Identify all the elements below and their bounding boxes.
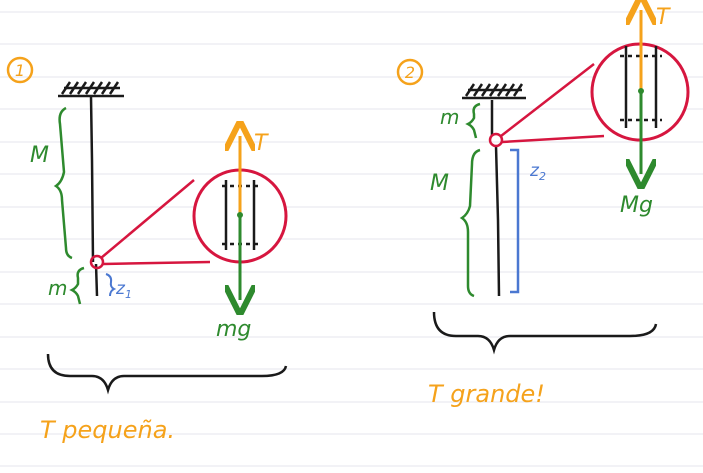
ruled-lines (0, 11, 703, 467)
label-Mg-2: Mg (620, 193, 653, 218)
brace-z1 (105, 273, 117, 297)
zoom-line-bottom-2 (501, 134, 605, 144)
brace-M-2 (459, 148, 481, 298)
zoom-line-top-1 (100, 179, 195, 259)
label-z2: z2 (529, 161, 546, 183)
rope-element-2 (620, 46, 662, 128)
panel-1: 1 M m z1 (6, 56, 288, 444)
rope-2 (494, 145, 501, 297)
caption-2: T grande! (428, 380, 545, 408)
ceiling-1 (58, 81, 124, 98)
label-mg-1: mg (216, 317, 251, 342)
panel-1-number: 1 (15, 61, 25, 80)
caption-1: T pequeña. (40, 416, 175, 444)
underbrace-1 (46, 353, 288, 395)
panel-1-badge (6, 56, 34, 84)
zoom-point-1 (89, 254, 105, 270)
panel-2-number: 2 (405, 63, 415, 82)
brace-m-2 (465, 102, 481, 139)
zoom-line-top-2 (500, 63, 595, 137)
label-z1: z1 (115, 279, 132, 301)
underbrace-2 (432, 311, 658, 355)
panel-2: 2 m M z2 (396, 5, 690, 408)
small-mass-segment-1 (94, 263, 99, 297)
brace-M-1 (53, 106, 73, 260)
center-dot-1 (237, 212, 243, 218)
label-M-1: M (30, 143, 49, 168)
label-M-2: M (430, 171, 449, 196)
ceiling-2 (462, 83, 526, 100)
center-dot-2 (638, 88, 644, 94)
panel-2-badge (396, 58, 424, 86)
label-m-1: m (48, 276, 67, 300)
brace-m-1 (69, 266, 85, 305)
label-T-1: T (254, 131, 269, 156)
zoom-line-bottom-1 (102, 260, 211, 266)
zoom-point-2 (488, 132, 504, 148)
label-m-2: m (440, 105, 459, 129)
brace-z2 (510, 148, 520, 294)
label-T-2: T (656, 5, 671, 30)
rope-1 (89, 96, 95, 263)
